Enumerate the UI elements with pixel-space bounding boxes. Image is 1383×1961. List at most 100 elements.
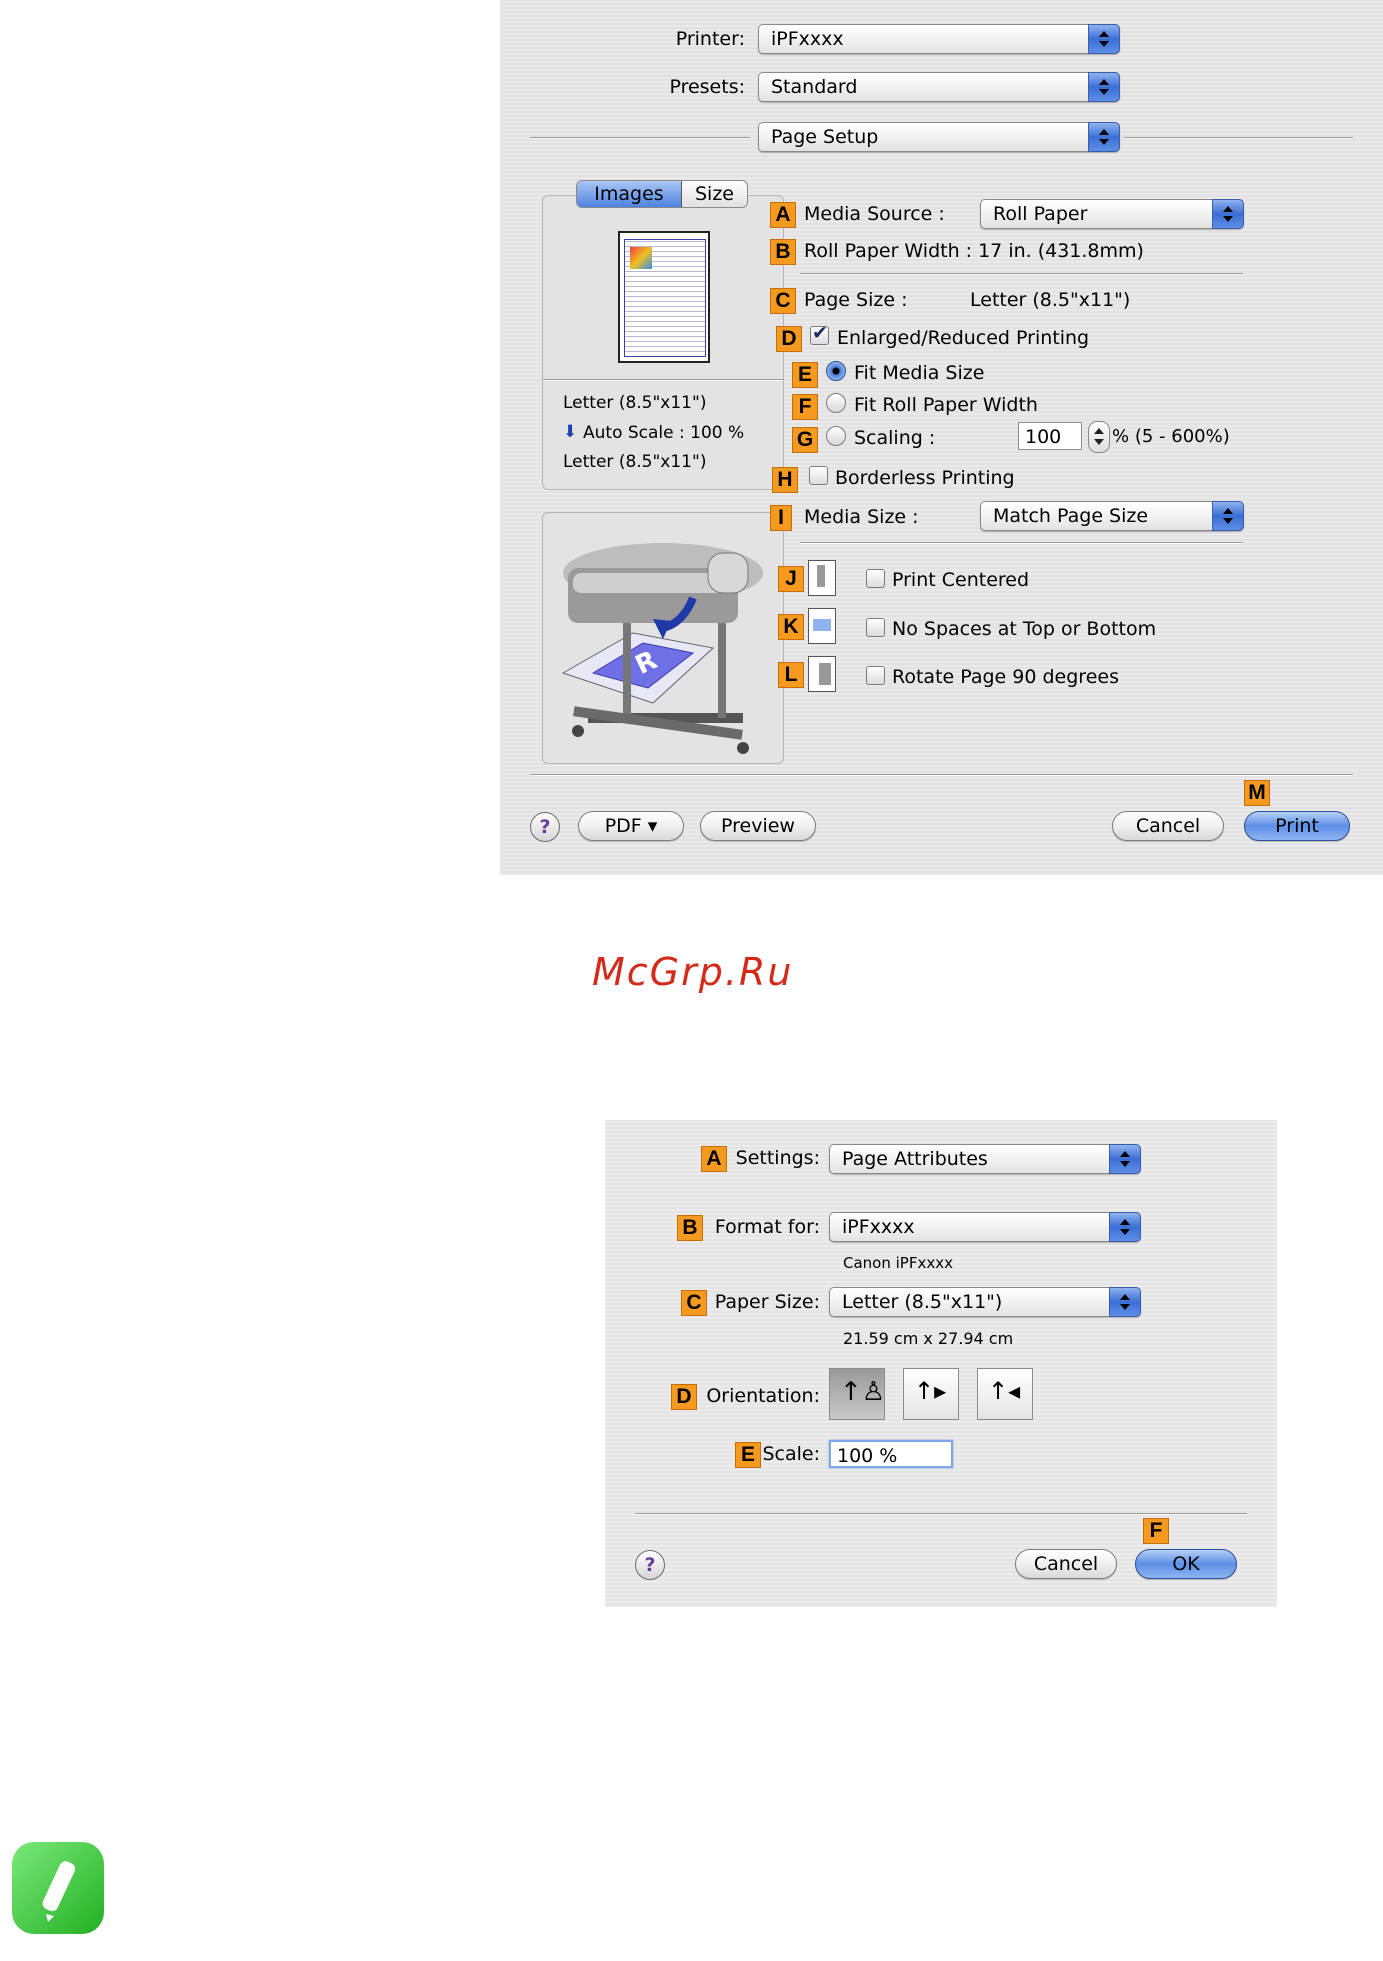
print-dialog: Printer: iPFxxxx Presets: Standard Page …	[500, 0, 1383, 875]
divider	[1124, 137, 1353, 139]
popup-arrows-icon	[1212, 501, 1244, 531]
arrow-down-icon: ⬇	[563, 422, 578, 442]
pdf-button[interactable]: PDF ▾	[578, 811, 684, 841]
settings-popup[interactable]: Page Attributes	[829, 1144, 1141, 1174]
preview-line-3: Letter (8.5"x11")	[563, 452, 707, 472]
format-sub: Canon iPFxxxx	[843, 1254, 953, 1272]
scaling-input[interactable]: 100	[1018, 422, 1082, 450]
rotate-checkbox[interactable]	[866, 666, 885, 685]
fit-roll-label: Fit Roll Paper Width	[854, 394, 1038, 416]
scaling-radio[interactable]	[826, 426, 846, 446]
help-button[interactable]: ?	[530, 812, 560, 842]
rotate-page-icon	[808, 656, 836, 692]
preview-button[interactable]: Preview	[700, 811, 816, 841]
badge-c: C	[770, 288, 796, 314]
printer-illustration-panel: R	[542, 512, 784, 764]
no-spaces-label: No Spaces at Top or Bottom	[892, 618, 1157, 640]
cancel-button[interactable]: Cancel	[1015, 1549, 1117, 1579]
print-button[interactable]: Print	[1244, 811, 1350, 841]
orientation-landscape-right[interactable]: ↑◂	[977, 1368, 1033, 1420]
page-size-value: Letter (8.5"x11")	[970, 289, 1131, 311]
badge-a: A	[701, 1146, 727, 1172]
preview-panel: Letter (8.5"x11") ⬇ Auto Scale : 100 % L…	[542, 195, 784, 490]
page-setup-dialog: A Settings: Page Attributes B Format for…	[605, 1120, 1277, 1607]
badge-l: L	[778, 662, 804, 688]
tab-size[interactable]: Size	[694, 183, 734, 205]
printer-label: Printer:	[675, 28, 745, 50]
image-thumbnail-icon	[630, 247, 652, 269]
note-pencil-icon	[12, 1842, 104, 1934]
landscape-right-icon: ↑◂	[988, 1377, 1021, 1405]
scale-input[interactable]: 100 %	[829, 1440, 953, 1468]
format-label: Format for:	[714, 1216, 820, 1238]
badge-d: D	[776, 326, 802, 352]
badge-j: J	[778, 566, 804, 592]
divider	[800, 542, 1243, 544]
printer-popup[interactable]: iPFxxxx	[758, 24, 1120, 54]
popup-arrows-icon	[1109, 1287, 1141, 1317]
badge-i: I	[770, 505, 792, 531]
badge-e: E	[735, 1442, 761, 1468]
no-spaces-icon	[808, 608, 836, 644]
presets-popup[interactable]: Standard	[758, 72, 1120, 102]
printer-value: iPFxxxx	[771, 28, 844, 50]
popup-arrows-icon	[1088, 122, 1120, 152]
divider	[635, 1513, 1247, 1515]
divider	[543, 379, 783, 381]
scaling-label: Scaling :	[854, 427, 936, 449]
preview-tabs: Images Size	[576, 180, 748, 208]
divider	[530, 137, 750, 139]
media-source-label: Media Source :	[804, 203, 945, 225]
orientation-portrait[interactable]: ↑♙	[829, 1368, 885, 1420]
page-thumbnail	[618, 231, 710, 363]
fit-media-label: Fit Media Size	[854, 362, 985, 384]
borderless-checkbox[interactable]	[809, 466, 828, 485]
paper-size-label: Paper Size:	[714, 1291, 820, 1313]
print-centered-label: Print Centered	[892, 569, 1030, 591]
badge-e: E	[792, 362, 818, 388]
presets-label: Presets:	[669, 76, 745, 98]
enlarged-checkbox[interactable]	[810, 322, 829, 345]
preview-line-2: Auto Scale : 100 %	[583, 423, 745, 443]
media-source-value: Roll Paper	[993, 203, 1088, 225]
roll-paper-width: Roll Paper Width : 17 in. (431.8mm)	[804, 240, 1144, 262]
badge-b: B	[770, 239, 796, 265]
settings-value: Page Attributes	[842, 1148, 988, 1170]
badge-h: H	[772, 467, 798, 493]
watermark: McGrp.Ru	[592, 950, 794, 994]
rotate-label: Rotate Page 90 degrees	[892, 666, 1119, 688]
badge-f: F	[1143, 1518, 1169, 1544]
tab-images[interactable]: Images	[577, 181, 682, 207]
popup-arrows-icon	[1109, 1144, 1141, 1174]
orientation-landscape-left[interactable]: ↑▸	[903, 1368, 959, 1420]
divider	[800, 273, 1243, 275]
scaling-stepper[interactable]	[1088, 421, 1110, 453]
print-centered-icon	[808, 560, 836, 596]
printer-illustration-icon: R	[561, 543, 763, 754]
media-size-popup[interactable]: Match Page Size	[980, 501, 1244, 531]
enlarged-label: Enlarged/Reduced Printing	[837, 327, 1090, 349]
ok-button[interactable]: OK	[1135, 1549, 1237, 1579]
media-source-popup[interactable]: Roll Paper	[980, 199, 1244, 229]
presets-value: Standard	[771, 76, 858, 98]
badge-a: A	[770, 202, 796, 228]
settings-label: Settings:	[735, 1147, 820, 1169]
format-popup[interactable]: iPFxxxx	[829, 1212, 1141, 1242]
print-centered-checkbox[interactable]	[866, 569, 885, 588]
fit-roll-radio[interactable]	[826, 393, 846, 413]
divider	[530, 774, 1353, 776]
no-spaces-checkbox[interactable]	[866, 618, 885, 637]
help-button[interactable]: ?	[635, 1550, 665, 1580]
panel-popup[interactable]: Page Setup	[758, 122, 1120, 152]
badge-g: G	[792, 427, 818, 453]
scaling-range: % (5 - 600%)	[1112, 426, 1230, 447]
fit-media-radio[interactable]	[826, 361, 846, 381]
badge-f: F	[792, 394, 818, 420]
orientation-label: Orientation:	[706, 1385, 820, 1407]
cancel-button[interactable]: Cancel	[1112, 811, 1224, 841]
page-size-label: Page Size :	[804, 289, 908, 311]
panel-value: Page Setup	[771, 126, 879, 148]
popup-arrows-icon	[1109, 1212, 1141, 1242]
media-size-value: Match Page Size	[993, 505, 1149, 527]
paper-size-popup[interactable]: Letter (8.5"x11")	[829, 1287, 1141, 1317]
